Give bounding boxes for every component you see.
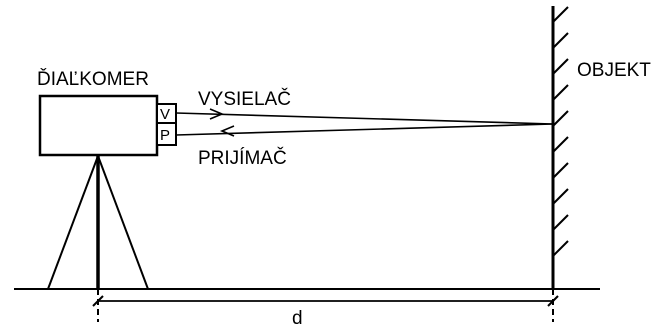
received-beam — [175, 123, 554, 136]
beams — [175, 108, 554, 137]
rangefinder-label: ĎIAĽKOMER — [37, 68, 149, 90]
tripod-left-leg — [47, 155, 99, 290]
object-label: OBJEKT — [577, 60, 651, 81]
transmitter-label: VYSIELAČ — [198, 88, 291, 110]
receiver-box — [156, 122, 177, 146]
distance-dimension — [92, 289, 559, 322]
transmitter-port-label: V — [160, 106, 170, 123]
receiver-port-label: P — [160, 127, 170, 144]
dimension-right-tick — [547, 295, 559, 307]
tripod — [47, 155, 149, 290]
wall-hatching — [552, 6, 569, 257]
receive-arrow-icon — [219, 125, 235, 137]
transmitted-beam — [175, 112, 554, 125]
dimension-left-tick — [92, 295, 104, 307]
transmit-arrow-icon — [209, 108, 225, 120]
receiver-label: PRIJÍMAČ — [198, 147, 287, 169]
rangefinder-body — [38, 94, 159, 157]
distance-label: d — [292, 308, 303, 329]
tripod-right-leg — [97, 155, 149, 290]
